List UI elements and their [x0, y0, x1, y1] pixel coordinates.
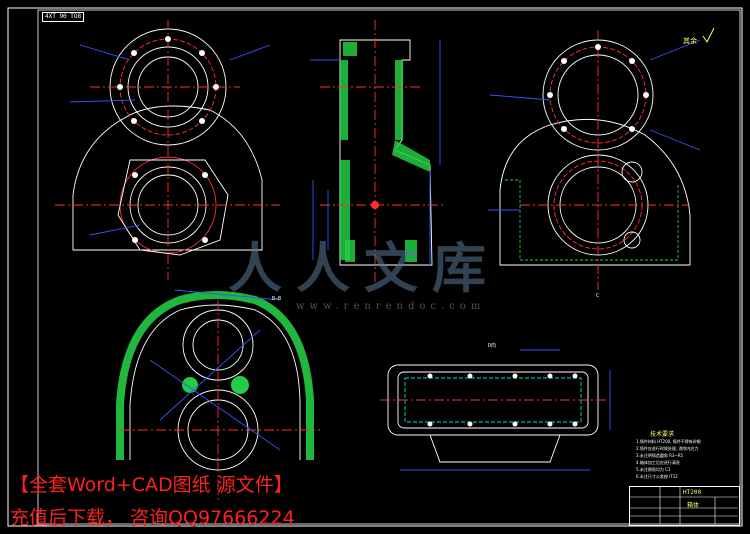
right-view: [488, 30, 701, 290]
requirement-item: 2.铸件应进行时效处理, 消除内应力: [636, 446, 699, 451]
requirement-item: 3.未注明铸造圆角 R3~R5: [636, 453, 684, 458]
frame-tag: 4XT 90 TO8: [42, 12, 85, 22]
section-b-label: B—B: [272, 296, 282, 302]
view-d-label: D向: [488, 343, 497, 349]
drawing-inner-border: [37, 9, 741, 525]
technical-requirements-title: 技术要求: [650, 431, 675, 438]
side-section-view: [310, 20, 445, 285]
front-view: [55, 20, 280, 280]
requirement-item: 4.箱体加工后应进行清洗: [636, 460, 680, 465]
title-block-grid: [629, 486, 738, 524]
technical-requirements: 1.铸件材料 HT200, 铸件不得有砂眼 2.铸件应进行时效处理, 消除内应力…: [636, 438, 701, 480]
roughness-symbol: [702, 27, 715, 43]
roughness-stamp: 其余: [683, 37, 697, 45]
requirement-item: 5.未注倒角均为 C1: [636, 467, 671, 472]
requirement-item: 1.铸件材料 HT200, 铸件不得有砂眼: [636, 439, 701, 444]
promo-line-1: 【全套Word+CAD图纸 源文件】: [10, 474, 293, 496]
requirement-item: 6.未注尺寸公差按 IT12: [636, 474, 678, 479]
title-block: [629, 486, 740, 526]
watermark-brand: 人人文库: [228, 237, 500, 300]
promo-line-2: 充值后下载， 咨询QQ97666224: [10, 507, 295, 529]
section-b-view: [116, 289, 320, 500]
title-block-material: HT200: [683, 489, 702, 496]
view-d: [380, 349, 611, 471]
title-block-name: 箱体: [687, 502, 700, 509]
drawing-border: [7, 7, 743, 527]
watermark-url: www.renrendoc.com: [296, 301, 486, 312]
view-c-label: C: [596, 293, 600, 299]
